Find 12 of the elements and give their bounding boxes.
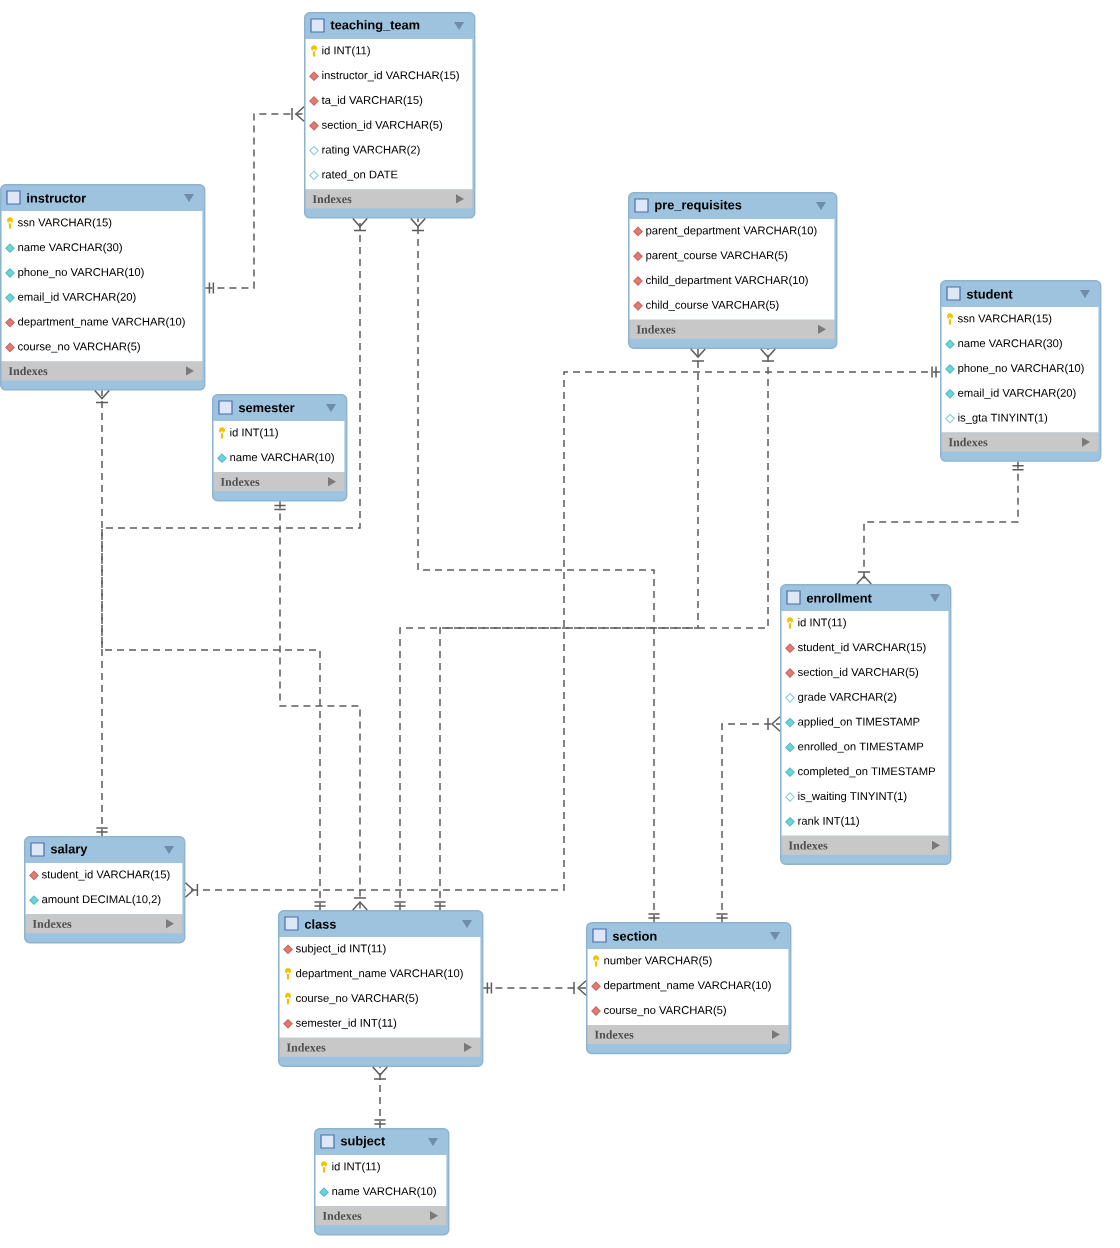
relationship-line	[204, 106, 305, 295]
relationship-line	[856, 461, 1025, 585]
relationship-line	[273, 500, 368, 911]
relationship-line	[184, 365, 941, 898]
relationship-line	[482, 980, 587, 996]
relationship-line	[410, 217, 661, 923]
relationship-line	[433, 348, 776, 911]
relationship-line	[94, 389, 327, 911]
relationship-line	[95, 217, 368, 837]
relationship-line	[715, 716, 781, 923]
relationship-line	[372, 1066, 388, 1129]
relationship-line	[393, 348, 706, 911]
